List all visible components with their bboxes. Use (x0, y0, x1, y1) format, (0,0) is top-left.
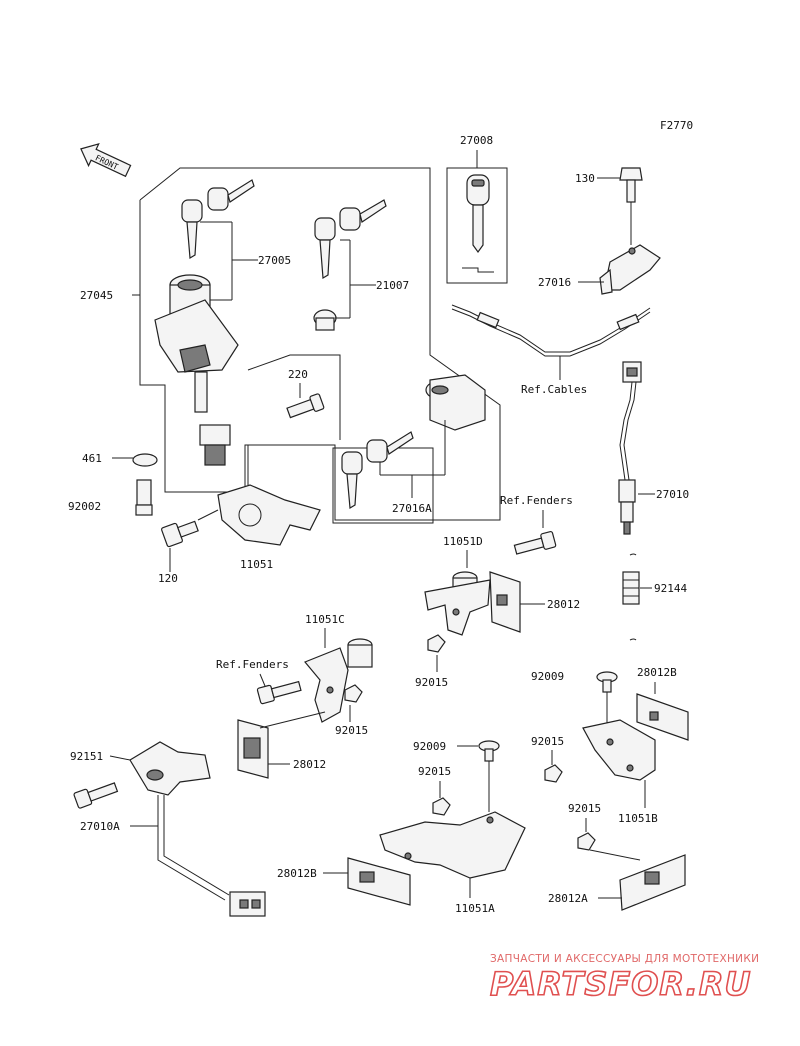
label-130: 130 (575, 172, 595, 185)
label-11051C: 11051C (305, 613, 345, 626)
ignition-group-outline (139, 167, 501, 521)
label-27016A: 27016A (392, 502, 432, 515)
nut-92015-1 (427, 634, 446, 653)
label-92015-2: 92015 (335, 724, 368, 737)
bolt-fender-2 (256, 680, 302, 705)
bracket-11051D (424, 571, 491, 636)
bracket-11051C (304, 638, 373, 723)
ignition-key-set (181, 179, 255, 260)
label-92015-1: 92015 (415, 676, 448, 689)
label-11051: 11051 (240, 558, 273, 571)
bracket-27016 (599, 244, 661, 295)
bolt-120 (161, 520, 199, 548)
pad-28012A (619, 854, 686, 911)
seat-lock-key-set (313, 199, 387, 331)
label-11051A: 11051A (455, 902, 495, 915)
front-arrow-icon: FRONT (80, 142, 132, 178)
label-27010: 27010 (656, 488, 689, 501)
switch-27010 (618, 361, 642, 535)
pad-28012B-1 (636, 693, 689, 741)
pad-28012B-2 (347, 857, 411, 906)
label-92002: 92002 (68, 500, 101, 513)
nut-92015-4 (432, 797, 451, 816)
bolt-130 (619, 167, 643, 203)
label-27008: 27008 (460, 134, 493, 147)
screw-group-outline (247, 354, 341, 440)
label-ref-cables: Ref.Cables (521, 383, 587, 396)
label-27010A: 27010A (80, 820, 120, 833)
screw-92009-1 (596, 671, 618, 693)
label-28012B-2: 28012B (277, 867, 317, 880)
label-220: 220 (288, 368, 308, 381)
label-28012B-1: 28012B (637, 666, 677, 679)
washer-461 (132, 453, 158, 467)
label-27016: 27016 (538, 276, 571, 289)
nut-92015-5 (577, 832, 596, 851)
seat-lock-cylinder (425, 374, 486, 431)
screw-220 (286, 393, 325, 419)
label-120: 120 (158, 572, 178, 585)
label-28012-1: 28012 (547, 598, 580, 611)
bracket-11051B (582, 719, 656, 781)
label-92151: 92151 (70, 750, 103, 763)
label-ref-fenders-2: Ref.Fenders (216, 658, 289, 671)
seat-lock-cable (451, 304, 651, 357)
watermark-tagline: ЗАПЧАСТИ И АКСЕССУАРЫ ДЛЯ МОТОТЕХНИКИ (490, 953, 759, 965)
pad-28012-2 (237, 719, 269, 779)
label-27005: 27005 (258, 254, 291, 267)
diagram-code: F2770 (660, 119, 693, 132)
label-21007: 21007 (376, 279, 409, 292)
switch-27010A (129, 741, 266, 917)
ignition-switch (154, 274, 239, 466)
screw-92009-2 (478, 740, 500, 762)
nut-92015-3 (544, 764, 563, 783)
bolt-92002 (135, 479, 153, 516)
bracket-11051A (379, 811, 526, 879)
label-28012A: 28012A (548, 892, 588, 905)
label-92009-2: 92009 (413, 740, 446, 753)
key-blank-box (446, 167, 508, 284)
bracket-11051 (217, 484, 321, 546)
pad-28012-1 (489, 571, 521, 633)
label-27045: 27045 (80, 289, 113, 302)
label-92015-5: 92015 (568, 802, 601, 815)
label-28012-2: 28012 (293, 758, 326, 771)
label-11051B: 11051B (618, 812, 658, 825)
watermark-logo: PARTSFOR.RU (490, 965, 751, 1003)
lock-key-set (341, 431, 414, 510)
bolt-92151 (73, 782, 119, 809)
nut-92015-2 (344, 684, 363, 703)
label-92015-4: 92015 (418, 765, 451, 778)
label-ref-fenders-1: Ref.Fenders (500, 494, 573, 507)
key-blank (462, 174, 494, 273)
label-92015-3: 92015 (531, 735, 564, 748)
label-92144: 92144 (654, 582, 687, 595)
label-92009-1: 92009 (531, 670, 564, 683)
bolt-fender-1 (513, 530, 557, 555)
label-11051D: 11051D (443, 535, 483, 548)
spring-92144 (622, 553, 640, 641)
label-461: 461 (82, 452, 102, 465)
